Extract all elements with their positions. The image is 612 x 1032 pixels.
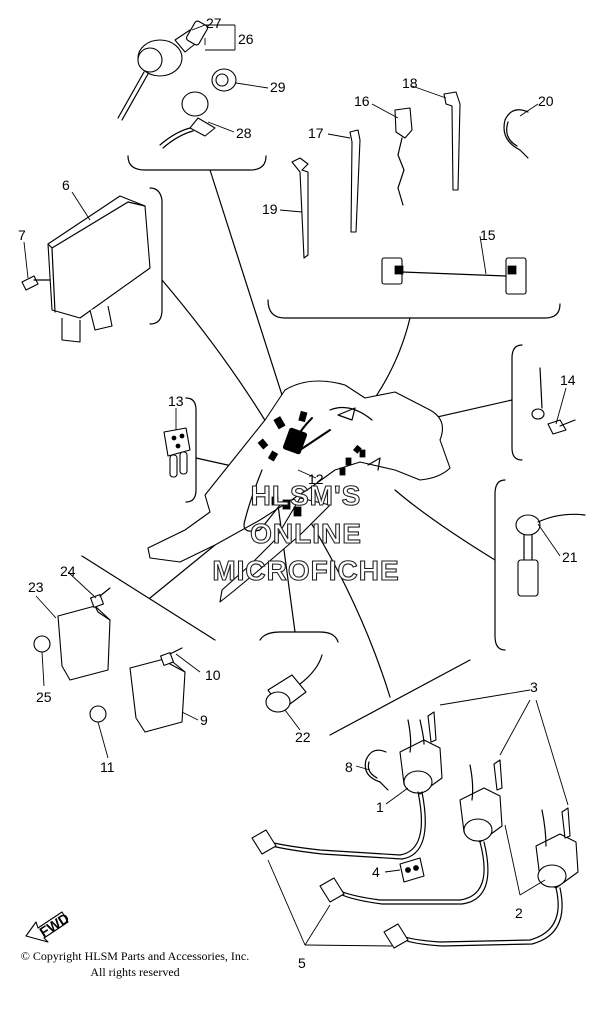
callout-7: 7 bbox=[18, 227, 26, 243]
callout-22: 22 bbox=[295, 729, 311, 745]
callout-23: 23 bbox=[28, 579, 44, 595]
callout-9: 9 bbox=[200, 712, 208, 728]
bolt-14-assembly bbox=[531, 367, 576, 435]
callout-15: 15 bbox=[480, 227, 496, 243]
ties-and-clips bbox=[291, 91, 529, 295]
callout-16: 16 bbox=[354, 93, 370, 109]
forward-arrow-icon: FWD bbox=[25, 910, 72, 943]
watermark-line-3: MICROFICHE bbox=[212, 555, 399, 586]
watermark-line-1: HLSM'S bbox=[251, 480, 362, 511]
callout-21: 21 bbox=[562, 549, 578, 565]
callout-18: 18 bbox=[402, 75, 418, 91]
callout-27: 27 bbox=[206, 15, 222, 31]
callout-5: 5 bbox=[298, 955, 306, 971]
callout-11: 11 bbox=[100, 759, 115, 775]
callout-leaders bbox=[23, 24, 567, 873]
watermark-line-2: ONLINE bbox=[250, 518, 362, 549]
callout-numbers: 1 2 3 4 5 6 7 8 9 10 11 12 13 14 15 16 1… bbox=[18, 15, 578, 971]
callout-12: 12 bbox=[308, 471, 324, 487]
control-unit-assembly bbox=[21, 195, 151, 343]
sender-21-assembly bbox=[515, 513, 586, 597]
copyright-line: © Copyright HLSM Parts and Accessories, … bbox=[20, 949, 250, 963]
regulator-9-assembly bbox=[89, 647, 186, 733]
main-switch-assembly bbox=[117, 20, 237, 149]
callout-19: 19 bbox=[262, 201, 278, 217]
callout-17: 17 bbox=[308, 125, 324, 141]
fwd-label: FWD bbox=[36, 910, 72, 940]
callout-24: 24 bbox=[60, 563, 76, 579]
callout-14: 14 bbox=[560, 372, 576, 388]
regulator-23-assembly bbox=[33, 587, 111, 681]
callout-4: 4 bbox=[372, 864, 380, 880]
callout-3: 3 bbox=[530, 679, 538, 695]
sensor-22 bbox=[265, 654, 323, 713]
callout-26: 26 bbox=[238, 31, 254, 47]
callout-29: 29 bbox=[270, 79, 286, 95]
wire-harness bbox=[147, 380, 451, 603]
callout-6: 6 bbox=[62, 177, 70, 193]
watermark: HLSM'S ONLINE MICROFICHE bbox=[212, 479, 399, 586]
callout-2: 2 bbox=[515, 905, 523, 921]
rights-line: All rights reserved bbox=[90, 965, 180, 979]
connector-13 bbox=[163, 427, 191, 478]
callout-28: 28 bbox=[236, 125, 252, 141]
callout-25: 25 bbox=[36, 689, 52, 705]
callout-13: 13 bbox=[168, 393, 184, 409]
ignition-coils bbox=[251, 689, 579, 949]
callout-10: 10 bbox=[205, 667, 221, 683]
callout-1: 1 bbox=[376, 799, 384, 815]
callout-20: 20 bbox=[538, 93, 554, 109]
copyright-notice: © Copyright HLSM Parts and Accessories, … bbox=[0, 948, 270, 980]
callout-8: 8 bbox=[345, 759, 353, 775]
